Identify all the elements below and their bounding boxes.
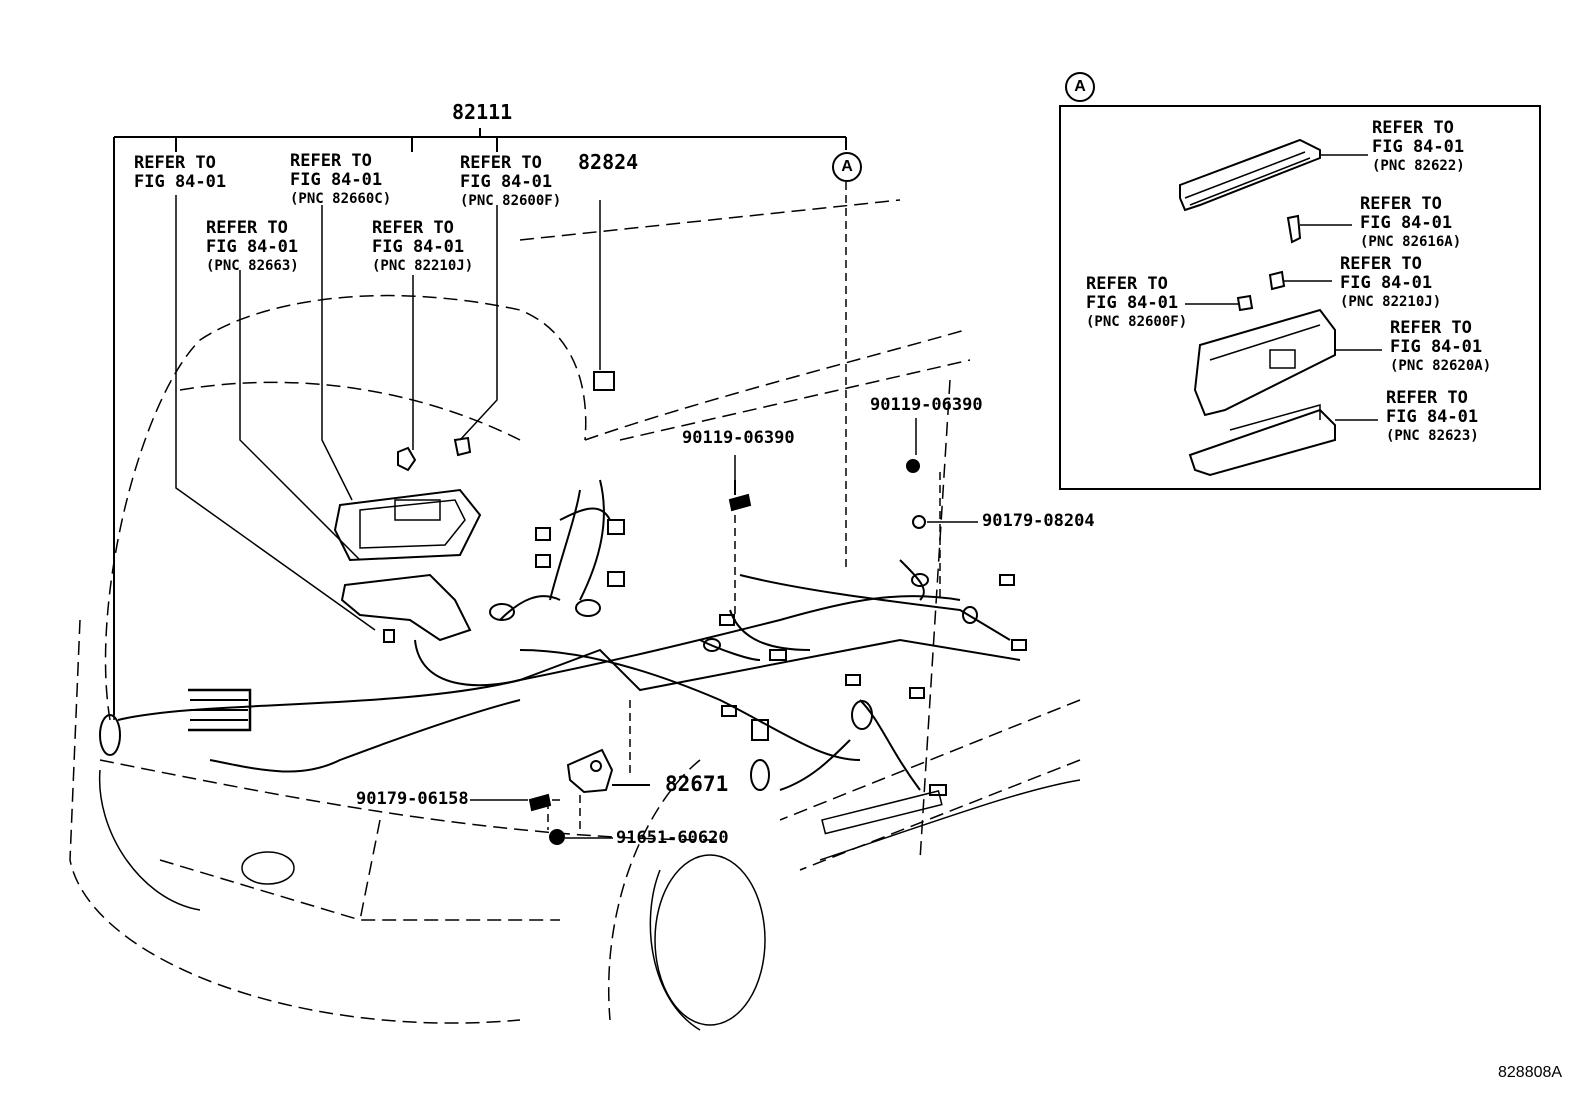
refer-line: REFER TO (134, 153, 216, 173)
fastener-label: 91651-60620 (616, 828, 729, 848)
refer-pnc: (PNC 82660C) (290, 191, 392, 207)
refer-fig: FIG 84-01 (1372, 137, 1465, 157)
fastener-label: 90179-06158 (356, 789, 469, 809)
leader-lines (113, 195, 601, 720)
refer-line: REFER TO (1340, 254, 1422, 274)
refer-fig: FIG 84-01 (372, 237, 465, 257)
car-body-outline (69, 199, 1081, 1024)
refer-fig: FIG 84-01 (1390, 337, 1483, 357)
fastener-label: 90119-06390 (682, 428, 795, 448)
refer-pnc: (PNC 82616A) (1360, 234, 1462, 250)
refer-fig: FIG 84-01 (460, 172, 553, 192)
inset-parts (1179, 138, 1382, 477)
refer-line: REFER TO (1386, 388, 1468, 408)
fastener-label: 90119-06390 (870, 395, 983, 415)
refer-line: REFER TO (290, 151, 372, 171)
refer-fig: FIG 84-01 (290, 170, 383, 190)
figure-id: 828808A (1498, 1064, 1563, 1081)
part-leaders (470, 418, 978, 839)
bracket-part-number: 82671 (665, 772, 729, 796)
refer-pnc: (PNC 82600F) (1086, 314, 1188, 330)
fasteners-drawn (528, 459, 941, 845)
refer-fig: FIG 84-01 (206, 237, 299, 257)
bracket-plate (340, 573, 472, 642)
inset-frame (1059, 105, 1541, 490)
refer-pnc: (PNC 82622) (1372, 158, 1465, 174)
refer-line: REFER TO (460, 153, 542, 173)
refer-line: REFER TO (1372, 118, 1454, 138)
refer-pnc: (PNC 82663) (206, 258, 299, 274)
sub-part-number: 82824 (578, 150, 639, 174)
refer-line: REFER TO (1390, 318, 1472, 338)
refer-line: REFER TO (1086, 274, 1168, 294)
refer-pnc: (PNC 82620A) (1390, 358, 1492, 374)
refer-line: REFER TO (1360, 194, 1442, 214)
refer-pnc: (PNC 82210J) (1340, 294, 1442, 310)
refer-line: REFER TO (206, 218, 288, 238)
fastener-label: 90179-08204 (982, 511, 1095, 531)
refer-fig: FIG 84-01 (1360, 213, 1453, 233)
main-part-number: 82111 (452, 100, 513, 124)
refer-pnc: (PNC 82600F) (460, 193, 562, 209)
refer-pnc: (PNC 82210J) (372, 258, 474, 274)
refer-pnc: (PNC 82623) (1386, 428, 1479, 444)
refer-fig: FIG 84-01 (1086, 293, 1179, 313)
bracket-82671 (547, 700, 650, 835)
refer-line: REFER TO (372, 218, 454, 238)
small-clips (383, 371, 615, 643)
car-body-solid (98, 769, 1081, 1031)
refer-fig: FIG 84-01 (1386, 407, 1479, 427)
callout-a: A (832, 152, 862, 182)
refer-fig: FIG 84-01 (134, 172, 227, 192)
ecu-module (333, 488, 482, 562)
inset-callout-a: A (1065, 72, 1095, 102)
wire-harness (117, 479, 1021, 791)
connectors (99, 519, 1027, 796)
main-bracket-lines (113, 128, 847, 715)
refer-fig: FIG 84-01 (1340, 273, 1433, 293)
